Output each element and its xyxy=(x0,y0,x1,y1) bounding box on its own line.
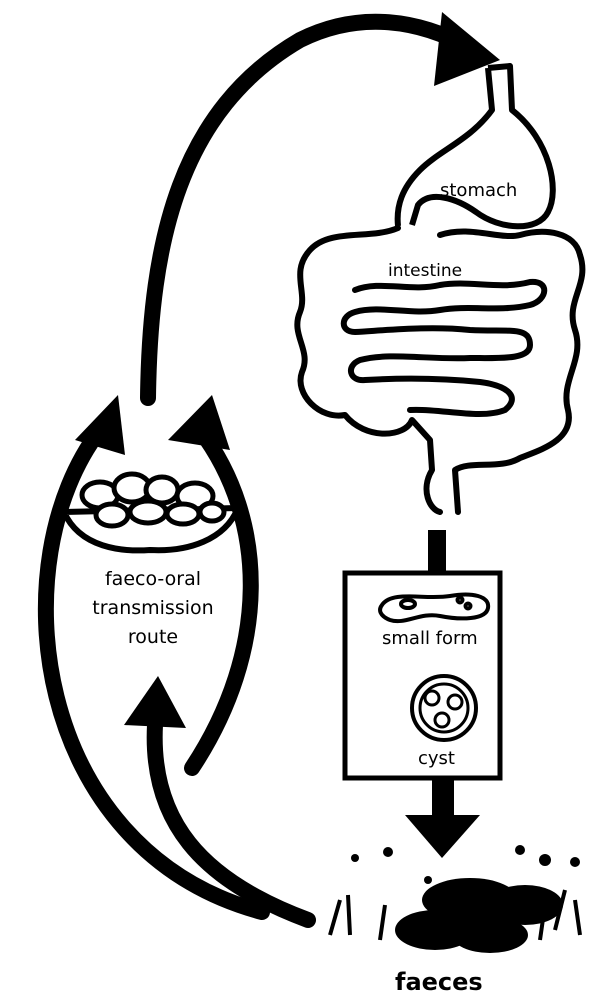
arrow-down-to-faeces xyxy=(405,778,480,858)
cyst-label: cyst xyxy=(418,748,455,769)
cyst-icon xyxy=(412,676,476,740)
small-form-icon xyxy=(380,595,488,622)
route-label-line-3: route xyxy=(58,623,248,652)
stomach-label: stomach xyxy=(440,180,517,201)
stomach-drawing xyxy=(398,66,553,226)
intestine-label: intestine xyxy=(388,261,462,281)
small-form-label: small form xyxy=(382,628,478,649)
route-label-line-1: faeco-oral xyxy=(58,565,248,594)
route-label-line-2: transmission xyxy=(58,594,248,623)
faeces-drawing xyxy=(330,845,580,953)
arrow-to-stomach xyxy=(148,12,500,398)
arrow-down-into-box xyxy=(428,530,446,574)
food-bowl-icon xyxy=(64,474,238,550)
faeces-label: faeces xyxy=(395,968,483,996)
route-label: faeco-oral transmission route xyxy=(58,565,248,652)
